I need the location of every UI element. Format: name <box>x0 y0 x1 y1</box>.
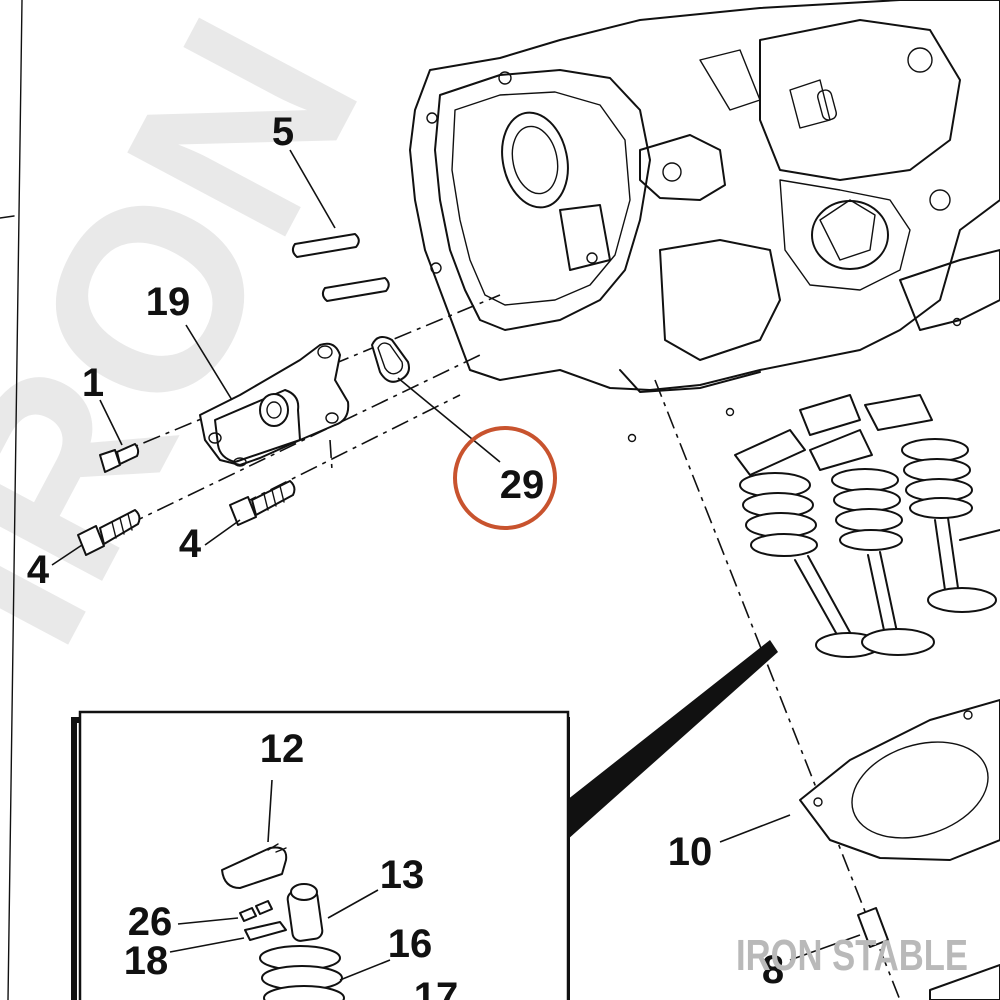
dowel-sleeve <box>857 907 889 948</box>
callout-5: 5 <box>272 110 294 154</box>
inset-callout-17: 17 <box>414 975 459 1000</box>
brand-logo-text: IRON STABLE <box>736 931 968 980</box>
page-border-line <box>7 0 23 1000</box>
callout-10: 10 <box>668 830 713 874</box>
gasket-edge <box>929 964 1000 1000</box>
bolt-long-left <box>77 509 141 556</box>
inset-callout-18: 18 <box>124 939 169 983</box>
callout-8: 8 <box>762 948 784 992</box>
inset-callout-16: 16 <box>388 922 433 966</box>
callout-4-left: 4 <box>27 548 50 592</box>
inset-callout-26: 26 <box>128 900 173 944</box>
head-gasket <box>799 699 1000 861</box>
callout-labels: 5 19 1 4 4 29 10 8 12 13 26 18 16 17 <box>27 110 784 1000</box>
inset-callout-12: 12 <box>260 727 305 771</box>
callout-19: 19 <box>146 280 191 324</box>
reference-dots <box>627 317 962 443</box>
page-border-tick <box>0 215 15 219</box>
cylinder-head-casting <box>409 0 1000 393</box>
callout-29: 29 <box>500 463 545 507</box>
bolt-small <box>99 443 140 473</box>
inset-detail-box <box>71 640 778 1000</box>
highlight-circle <box>453 426 557 530</box>
assembly-centerlines <box>95 294 901 1000</box>
seal-o-ring-inner <box>377 342 404 375</box>
callout-leader-lines <box>51 149 861 981</box>
seal-o-ring <box>371 335 410 383</box>
inset-callout-13: 13 <box>380 853 425 897</box>
callout-4-right: 4 <box>179 522 202 566</box>
dowel-pin-pair <box>291 233 390 302</box>
callout-1: 1 <box>82 361 104 405</box>
bolt-long-right <box>229 480 296 526</box>
cam-cover-assembly <box>199 342 350 467</box>
valve-train-assembly <box>734 394 1000 658</box>
